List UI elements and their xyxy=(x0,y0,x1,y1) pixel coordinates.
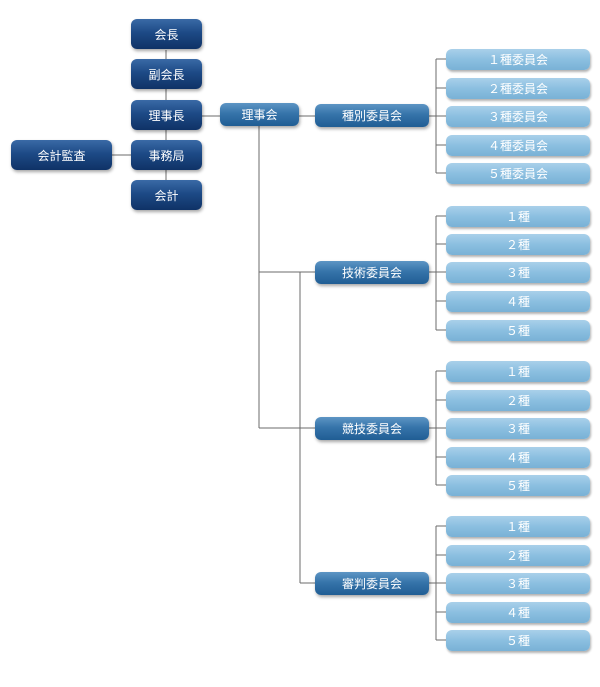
category-item: ４種委員会 xyxy=(446,135,590,156)
node-auditor: 会計監査 xyxy=(11,140,112,170)
competition-item: １種 xyxy=(446,361,590,382)
technical-item: ５種 xyxy=(446,320,590,341)
competition-item: ３種 xyxy=(446,418,590,439)
referee-item: ５種 xyxy=(446,630,590,651)
referee-item: ４種 xyxy=(446,602,590,623)
competition-item: ４種 xyxy=(446,447,590,468)
node-accountant: 会計 xyxy=(131,180,202,210)
technical-item: ４種 xyxy=(446,291,590,312)
node-secretariat: 事務局 xyxy=(131,140,202,170)
referee-item: １種 xyxy=(446,516,590,537)
node-board: 理事会 xyxy=(220,103,299,126)
technical-item: ３種 xyxy=(446,262,590,283)
node-chairman: 会長 xyxy=(131,19,202,49)
technical-item: ２種 xyxy=(446,234,590,255)
competition-item: ２種 xyxy=(446,390,590,411)
referee-item: ３種 xyxy=(446,573,590,594)
category-item: １種委員会 xyxy=(446,49,590,70)
technical-item: １種 xyxy=(446,206,590,227)
node-technical-committee: 技術委員会 xyxy=(315,261,429,284)
node-director-chief: 理事長 xyxy=(131,100,202,130)
category-item: ３種委員会 xyxy=(446,106,590,127)
category-item: ２種委員会 xyxy=(446,78,590,99)
node-referee-committee: 審判委員会 xyxy=(315,572,429,595)
node-category-committee: 種別委員会 xyxy=(315,104,429,127)
node-vice-chairman: 副会長 xyxy=(131,59,202,89)
referee-item: ２種 xyxy=(446,545,590,566)
competition-item: ５種 xyxy=(446,475,590,496)
category-item: ５種委員会 xyxy=(446,163,590,184)
node-competition-committee: 競技委員会 xyxy=(315,417,429,440)
